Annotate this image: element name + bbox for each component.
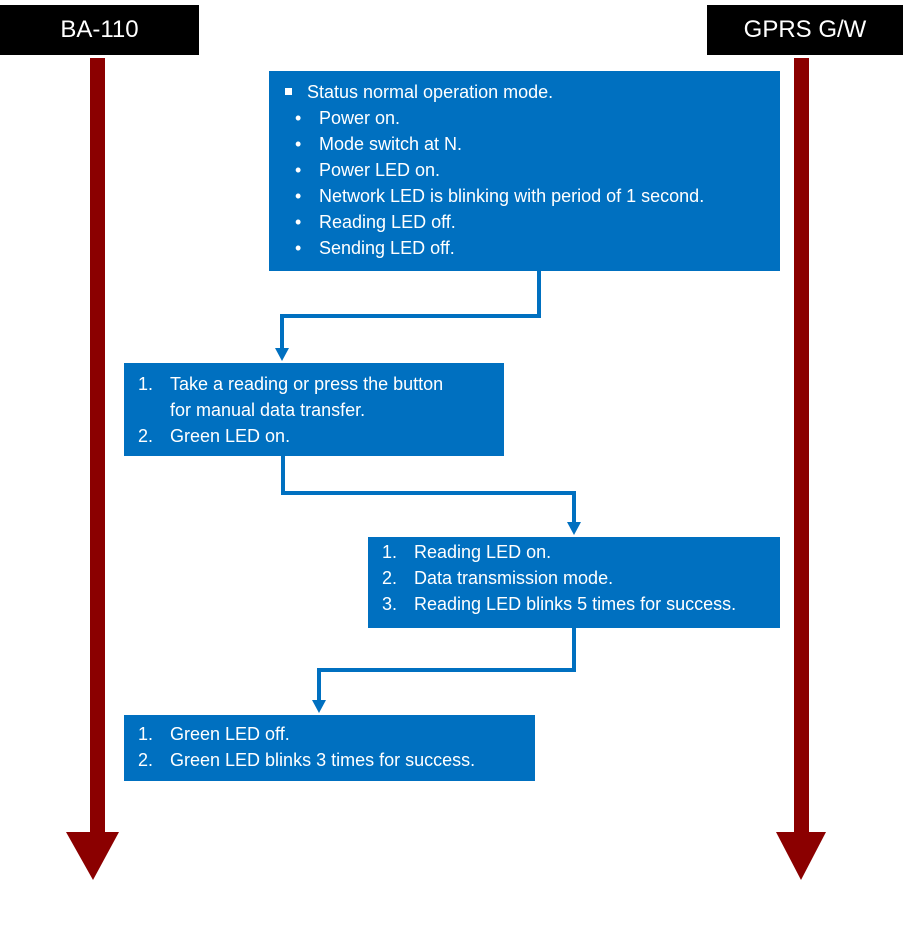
step-number: 2. [138, 750, 154, 770]
status-item: • Network LED is blinking with period of … [283, 183, 780, 209]
connector-status-to-reading-arrowhead [275, 348, 289, 361]
transmission-step-text: Data transmission mode. [414, 568, 614, 588]
bullet-icon: • [295, 160, 302, 180]
done-step: 1. Green LED off. [138, 721, 535, 747]
lane-label-gprs-gw: GPRS G/W [707, 5, 903, 55]
status-item-text: Mode switch at N. [319, 134, 463, 154]
connector-reading-to-transmission [281, 456, 576, 524]
step-number: 1. [382, 542, 398, 562]
done-step-text: Green LED blinks 3 times for success. [170, 750, 476, 770]
lifeline-left-shaft [90, 58, 105, 838]
reading-step-text: Take a reading or press the button [170, 374, 444, 394]
bullet-icon: • [295, 212, 302, 232]
transmission-step: 2. Data transmission mode. [382, 565, 780, 591]
status-box: Status normal operation mode. • Power on.… [269, 71, 780, 271]
reading-step-text-cont: for manual data transfer. [170, 400, 366, 420]
status-item: • Mode switch at N. [283, 131, 780, 157]
transmission-box: 1. Reading LED on. 2. Data transmission … [368, 537, 780, 628]
status-heading-text: Status normal operation mode. [307, 82, 554, 102]
step-number: 3. [382, 594, 398, 614]
lane-label-ba-110: BA-110 [0, 5, 199, 55]
connector-reading-to-transmission-arrowhead [567, 522, 581, 535]
transmission-step: 1. Reading LED on. [382, 539, 780, 565]
step-number: 2. [138, 426, 154, 446]
transmission-step: 3. Reading LED blinks 5 times for succes… [382, 591, 780, 617]
reading-box: 1. Take a reading or press the button fo… [124, 363, 504, 456]
reading-step: 1. Take a reading or press the button [138, 371, 504, 397]
connector-status-to-reading [280, 271, 541, 350]
connector-transmission-to-done [317, 628, 576, 702]
step-number: 2. [382, 568, 398, 588]
done-step: 2. Green LED blinks 3 times for success. [138, 747, 535, 773]
step-number: 1. [138, 374, 154, 394]
status-item: • Reading LED off. [283, 209, 780, 235]
bullet-icon: • [295, 134, 302, 154]
reading-step-continuation: for manual data transfer. [138, 397, 504, 423]
reading-step: 2. Green LED on. [138, 423, 504, 449]
bullet-icon: • [295, 108, 302, 128]
status-item-text: Network LED is blinking with period of 1… [319, 186, 705, 206]
status-item: • Power LED on. [283, 157, 780, 183]
status-heading: Status normal operation mode. [283, 79, 780, 105]
status-item-text: Power on. [319, 108, 401, 128]
lifeline-left-arrowhead [66, 832, 119, 880]
bullet-icon: • [295, 238, 302, 258]
lifeline-right-shaft [794, 58, 809, 838]
done-box: 1. Green LED off. 2. Green LED blinks 3 … [124, 715, 535, 781]
transmission-step-text: Reading LED on. [414, 542, 552, 562]
status-item-text: Sending LED off. [319, 238, 455, 258]
connector-transmission-to-done-arrowhead [312, 700, 326, 713]
status-item: • Power on. [283, 105, 780, 131]
transmission-step-text: Reading LED blinks 5 times for success. [414, 594, 737, 614]
square-bullet-icon [285, 88, 292, 95]
lifeline-right-arrowhead [776, 832, 826, 880]
status-item: • Sending LED off. [283, 235, 780, 261]
status-item-text: Power LED on. [319, 160, 441, 180]
reading-step-text: Green LED on. [170, 426, 291, 446]
step-number: 1. [138, 724, 154, 744]
done-step-text: Green LED off. [170, 724, 290, 744]
status-item-text: Reading LED off. [319, 212, 456, 232]
bullet-icon: • [295, 186, 302, 206]
